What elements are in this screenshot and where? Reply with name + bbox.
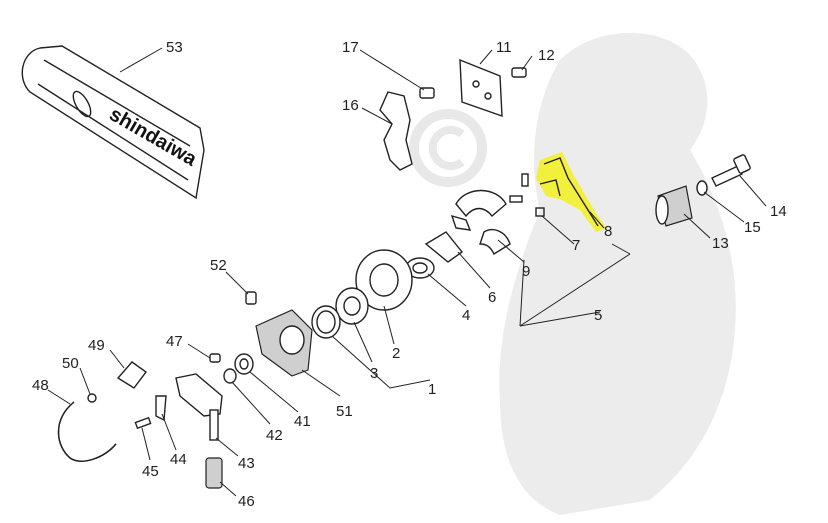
springs bbox=[509, 173, 545, 217]
callout-11: 11 bbox=[496, 39, 512, 56]
callout-4: 4 bbox=[462, 307, 470, 324]
callout-14: 14 bbox=[770, 203, 787, 220]
part-44-bracket bbox=[155, 395, 167, 422]
callout-50: 50 bbox=[62, 355, 79, 372]
callout-1: 1 bbox=[428, 381, 436, 398]
callout-13: 13 bbox=[712, 235, 729, 252]
callout-12: 12 bbox=[538, 47, 555, 64]
callout-9: 9 bbox=[522, 263, 530, 280]
callout-7: 7 bbox=[572, 237, 580, 254]
callout-16: 16 bbox=[342, 97, 359, 114]
part-47-screw bbox=[209, 353, 221, 363]
washer-ring bbox=[311, 305, 341, 339]
part-6-washer bbox=[424, 231, 464, 263]
callout-46: 46 bbox=[238, 493, 255, 510]
callout-15: 15 bbox=[744, 219, 761, 236]
callout-5: 5 bbox=[594, 307, 602, 324]
part-11-plate bbox=[459, 58, 503, 118]
part-15-washer bbox=[696, 180, 708, 196]
callout-17: 17 bbox=[342, 39, 359, 56]
callout-2: 2 bbox=[392, 345, 400, 362]
part-50-oring bbox=[87, 393, 97, 403]
callout-42: 42 bbox=[266, 427, 283, 444]
part-3-sprocket bbox=[335, 287, 369, 325]
part-13-rubber-sleeve bbox=[655, 185, 693, 227]
callout-51: 51 bbox=[336, 403, 353, 420]
part-12-screw bbox=[511, 67, 527, 78]
part-17-screw bbox=[419, 87, 435, 99]
part-46-filter bbox=[205, 457, 223, 489]
watermark-copyright-ring bbox=[409, 109, 487, 187]
callout-48: 48 bbox=[32, 377, 49, 394]
part-4-bearing bbox=[405, 257, 435, 279]
leader-lines bbox=[47, 47, 767, 497]
watermark-copyright-c bbox=[428, 126, 465, 170]
watermark bbox=[409, 32, 736, 516]
part-16-spike bbox=[379, 91, 413, 171]
part-14-bolt bbox=[711, 154, 751, 187]
callout-41: 41 bbox=[294, 413, 311, 430]
part-45-pin bbox=[134, 416, 152, 430]
callout-53: 53 bbox=[166, 39, 183, 56]
callout-52: 52 bbox=[210, 257, 227, 274]
part-51-cover bbox=[255, 309, 313, 377]
part-41-worm-gear bbox=[234, 353, 254, 375]
part-2-clutch-drum bbox=[355, 249, 413, 311]
callout-3: 3 bbox=[370, 365, 378, 382]
callout-labels: 53 17 11 12 16 14 15 13 8 7 9 6 5 4 2 3 … bbox=[32, 39, 787, 510]
callout-49: 49 bbox=[88, 337, 105, 354]
watermark-beaver bbox=[499, 32, 736, 516]
guide-bar: shindaiwa bbox=[21, 45, 205, 200]
callout-47: 47 bbox=[166, 333, 183, 350]
callout-6: 6 bbox=[488, 289, 496, 306]
callout-8: 8 bbox=[604, 223, 612, 240]
part-8-highlighted bbox=[536, 152, 606, 232]
part-48-oil-hose bbox=[57, 401, 117, 462]
oil-pump-body bbox=[175, 373, 223, 441]
part-42-washer bbox=[223, 368, 237, 384]
part-49-fitting bbox=[116, 361, 147, 389]
callout-45: 45 bbox=[142, 463, 159, 480]
callout-44: 44 bbox=[170, 451, 187, 468]
part-52-screw bbox=[245, 291, 257, 305]
callout-43: 43 bbox=[238, 455, 255, 472]
part-9-clutch-shoes bbox=[450, 189, 511, 256]
